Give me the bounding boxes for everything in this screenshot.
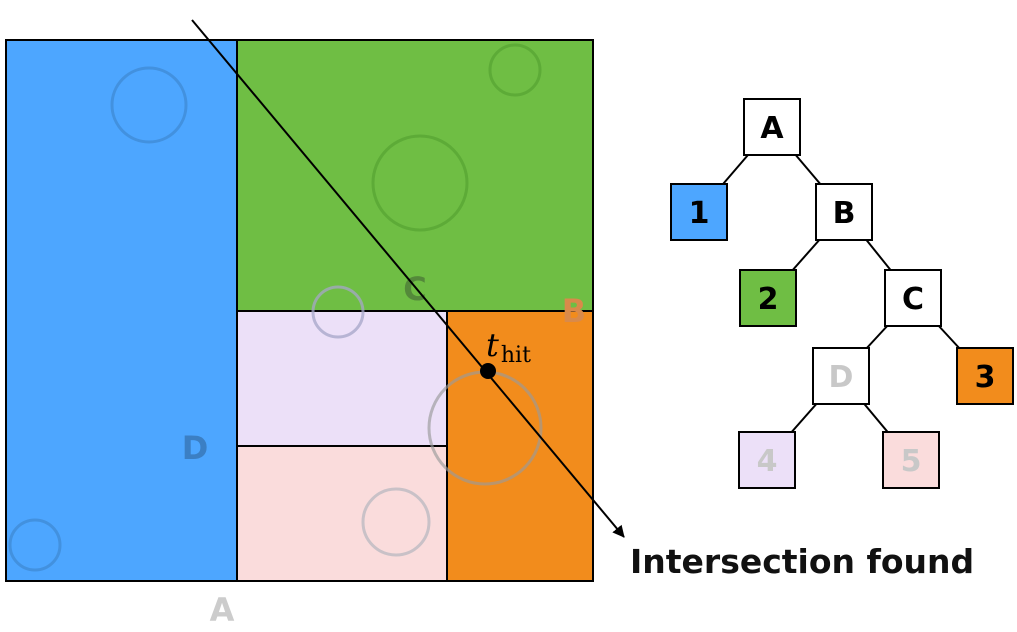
tree-node-box [738, 431, 796, 489]
tree-node-box [743, 98, 801, 156]
region-5 [236, 445, 448, 582]
region-4 [236, 310, 448, 447]
tree-node-label: 4 [757, 444, 778, 479]
tree-node-3: 3 [956, 347, 1014, 405]
tree-node-c: C [884, 269, 942, 327]
tree-node-label: 3 [975, 360, 996, 395]
tree-node-box [739, 269, 797, 327]
tree-nodes: A 1 B 2 C D 3 4 5 [670, 98, 1014, 489]
tree-node-box [882, 431, 940, 489]
primitive-circle [311, 285, 365, 339]
hit-point [480, 363, 496, 379]
tree-node-b: B [815, 183, 873, 241]
primitive-circle [110, 66, 188, 144]
tree-node-box [884, 269, 942, 327]
tree-node-label: 1 [689, 196, 710, 231]
tree-node-1: 1 [670, 183, 728, 241]
tree-node-label: D [829, 360, 854, 395]
primitive-circle [8, 518, 62, 572]
tree-node-a: A [743, 98, 801, 156]
tree-node-box [956, 347, 1014, 405]
tree-node-label: B [833, 196, 856, 231]
split-label-a: A [210, 591, 235, 629]
tree-node-2: 2 [739, 269, 797, 327]
primitive-circle [361, 487, 431, 557]
tree-node-label: 2 [758, 282, 779, 317]
primitive-circle [488, 43, 542, 97]
tree-node-label: A [760, 111, 784, 146]
tree-node-label: 5 [901, 444, 922, 479]
tree-node-5: 5 [882, 431, 940, 489]
split-label-d: D [182, 429, 209, 467]
intersection-found-caption: Intersection found [630, 542, 974, 581]
tree-node-box [815, 183, 873, 241]
ray [191, 19, 625, 538]
tree-node-4: 4 [738, 431, 796, 489]
tree-node-label: C [902, 282, 924, 317]
primitive-circle [371, 134, 469, 232]
split-label-b: B [562, 292, 586, 330]
tree-node-box [670, 183, 728, 241]
primitives [8, 43, 543, 572]
tree-node-d: D [812, 347, 870, 405]
region-3 [446, 310, 594, 582]
tree-node-box [812, 347, 870, 405]
spatial-partition [5, 39, 594, 582]
region-1 [5, 39, 238, 582]
t-hit-label: thit [486, 326, 531, 368]
